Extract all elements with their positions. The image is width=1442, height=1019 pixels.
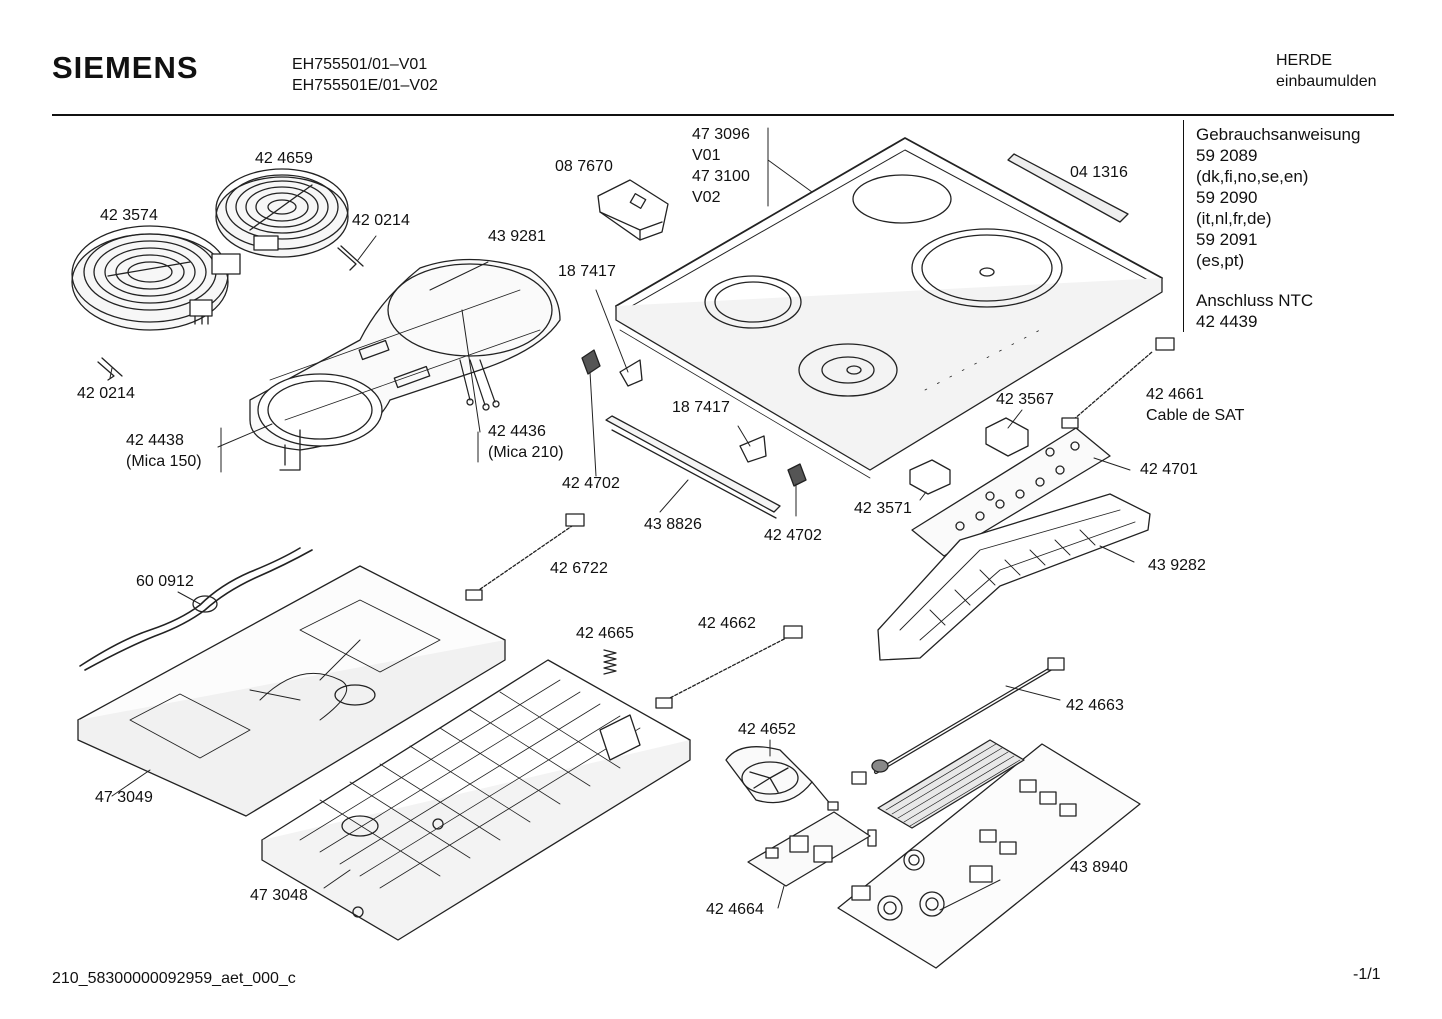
part-label: 43 9281 bbox=[488, 228, 546, 245]
model-number-2: EH755501E/01–V02 bbox=[292, 77, 438, 94]
filter-board-424664 bbox=[747, 811, 871, 887]
part-label: 42 4652 bbox=[738, 721, 796, 738]
seal-strip bbox=[1007, 153, 1129, 223]
part-label: 42 4659 bbox=[255, 150, 313, 167]
part-label: 60 0912 bbox=[136, 573, 194, 590]
part-label: 42 3567 bbox=[996, 391, 1054, 408]
module-423567 bbox=[985, 417, 1029, 457]
spring-424665 bbox=[603, 649, 617, 675]
part-label: 42 6722 bbox=[550, 560, 608, 577]
part-label: 08 7670 bbox=[555, 158, 613, 175]
part-label: V02 bbox=[692, 189, 721, 206]
clip-187417-a bbox=[619, 359, 643, 387]
control-housing-439282 bbox=[877, 493, 1151, 661]
part-label: 42 4702 bbox=[764, 527, 822, 544]
bracket-087670 bbox=[597, 179, 669, 241]
cable-424661 bbox=[1065, 351, 1153, 427]
side-note-5: 59 2091 bbox=[1196, 230, 1258, 249]
part-label: 42 4664 bbox=[706, 901, 764, 918]
part-label: 04 1316 bbox=[1070, 164, 1128, 181]
power-cord-600912 bbox=[79, 547, 313, 671]
part-label: (Mica 210) bbox=[488, 444, 564, 461]
brand-logo: SIEMENS bbox=[52, 50, 199, 85]
holder-424702-b bbox=[787, 463, 807, 487]
part-label: 47 3096 bbox=[692, 126, 750, 143]
part-label: 42 3574 bbox=[100, 207, 158, 224]
heating-plate-assembly bbox=[249, 258, 561, 471]
part-label: Cable de SAT bbox=[1146, 407, 1245, 424]
part-label: 43 8940 bbox=[1070, 859, 1128, 876]
glass-cooktop bbox=[615, 137, 1163, 479]
side-note-3: 59 2090 bbox=[1196, 188, 1258, 207]
part-label: 42 4702 bbox=[562, 475, 620, 492]
part-label: 42 0214 bbox=[77, 385, 135, 402]
side-note-8: Anschluss NTC bbox=[1196, 291, 1314, 310]
control-board-424701 bbox=[911, 427, 1111, 557]
fan-424652 bbox=[725, 746, 839, 811]
side-note-4: (it,nl,fr,de) bbox=[1196, 209, 1272, 228]
part-label: 43 9282 bbox=[1148, 557, 1206, 574]
side-note-1: 59 2089 bbox=[1196, 146, 1258, 165]
clip-187417-b bbox=[739, 435, 767, 463]
part-label: 47 3049 bbox=[95, 789, 153, 806]
part-label: 42 4661 bbox=[1146, 386, 1204, 403]
bottom-sheet-473049 bbox=[77, 565, 506, 817]
model-number-1: EH755501/01–V01 bbox=[292, 56, 428, 73]
clip-420214-lower bbox=[97, 357, 123, 381]
part-label: 42 4438 bbox=[126, 432, 184, 449]
power-board-438940 bbox=[837, 739, 1141, 969]
category-line-2: einbaumulden bbox=[1276, 73, 1377, 90]
part-label: 42 4436 bbox=[488, 423, 546, 440]
clip-420214-upper bbox=[337, 245, 364, 271]
part-label: (Mica 150) bbox=[126, 453, 202, 470]
page-number: -1/1 bbox=[1353, 966, 1381, 983]
part-label: 42 4662 bbox=[698, 615, 756, 632]
part-label: V01 bbox=[692, 147, 721, 164]
radiant-heater-small bbox=[211, 168, 349, 275]
part-label: 18 7417 bbox=[672, 399, 730, 416]
rail-438826 bbox=[605, 415, 781, 519]
part-label: 47 3048 bbox=[250, 887, 308, 904]
radiant-heater-large bbox=[71, 225, 229, 331]
part-label: 47 3100 bbox=[692, 168, 750, 185]
module-423571 bbox=[909, 459, 951, 495]
side-note-0: Gebrauchsanweisung bbox=[1196, 125, 1361, 144]
category-line-1: HERDE bbox=[1276, 52, 1333, 69]
header-divider bbox=[52, 114, 1394, 116]
cable-426722 bbox=[475, 525, 573, 593]
base-housing-473048 bbox=[261, 659, 691, 941]
holder-424702-a bbox=[581, 349, 601, 375]
document-id: 210_58300000092959_aet_000_c bbox=[52, 970, 296, 987]
side-note-2: (dk,fi,no,se,en) bbox=[1196, 167, 1309, 186]
part-label: 42 4663 bbox=[1066, 697, 1124, 714]
side-note-9: 42 4439 bbox=[1196, 312, 1258, 331]
part-label: 42 3571 bbox=[854, 500, 912, 517]
side-note-6: (es,pt) bbox=[1196, 251, 1245, 270]
leader-lines bbox=[111, 127, 1135, 911]
part-label: 18 7417 bbox=[558, 263, 616, 280]
part-label: 42 4701 bbox=[1140, 461, 1198, 478]
part-label: 43 8826 bbox=[644, 516, 702, 533]
part-label: 42 0214 bbox=[352, 212, 410, 229]
part-label: 42 4665 bbox=[576, 625, 634, 642]
side-notes-divider bbox=[1183, 120, 1184, 332]
cable-424662 bbox=[665, 635, 791, 701]
